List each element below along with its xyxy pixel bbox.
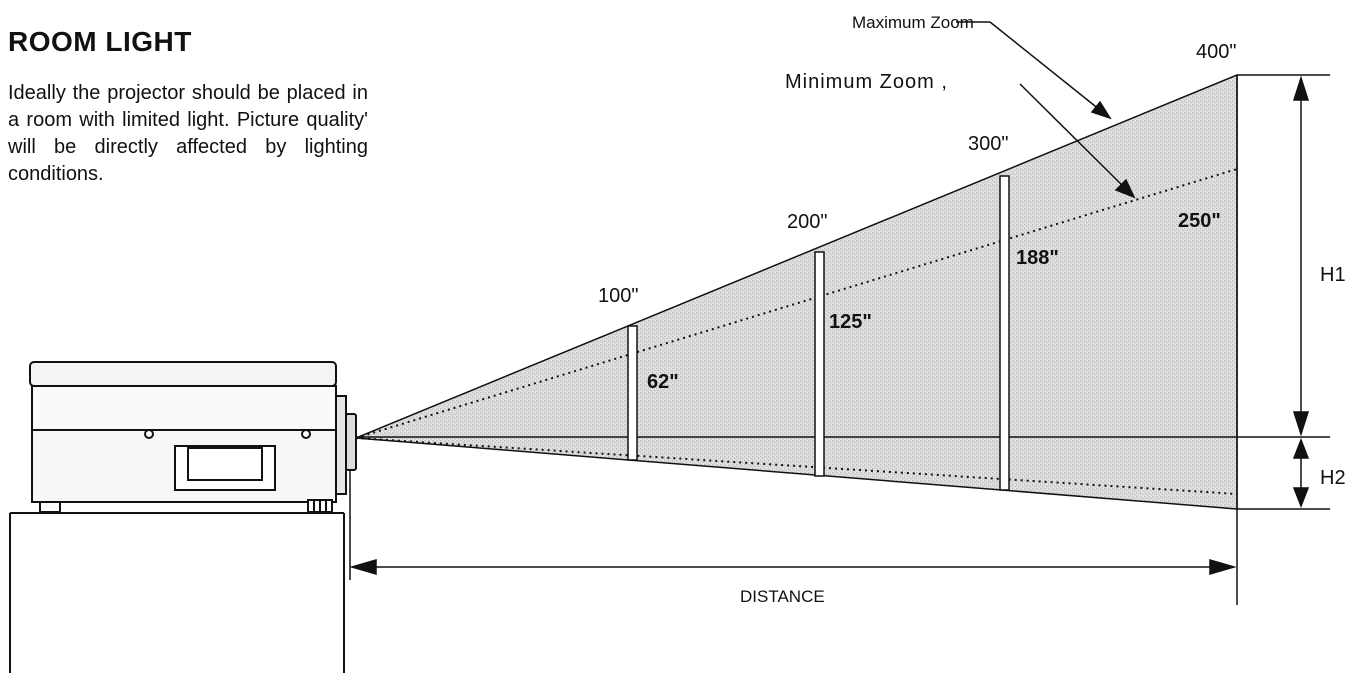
max-size-label-400: 400" [1196,41,1236,63]
min-zoom-leader-arrow [1019,83,1136,199]
min-size-label-62: 62" [647,371,679,393]
distance-arrow [349,470,1237,580]
projector-stand [9,512,345,673]
h1-dimension-arrow [1292,75,1310,437]
screen-bar-200 [814,251,825,477]
h1-label: H1 [1320,264,1346,286]
max-size-label-100: 100" [598,285,638,307]
min-zoom-label: Minimum Zoom , [785,71,948,93]
section-title: ROOM LIGHT [8,26,192,57]
min-size-label-125: 125" [829,311,872,333]
distance-label: DISTANCE [740,587,825,606]
max-zoom-label: Maximum Zoom [852,13,974,32]
min-size-label-250: 250" [1178,210,1221,232]
section-body-text: Ideally the projector should be placed i… [8,82,368,185]
projection-beam [355,73,1238,510]
min-size-label-188: 188" [1016,247,1059,269]
screen-bar-300 [999,175,1010,491]
h2-dimension-arrow [1292,437,1310,509]
max-zoom-leader-arrow [956,21,1112,120]
max-size-label-200: 200" [787,211,827,233]
h2-label: H2 [1320,467,1346,489]
projector-icon [29,361,357,513]
screen-bar-100 [627,325,638,461]
max-size-label-300: 300" [968,133,1008,155]
